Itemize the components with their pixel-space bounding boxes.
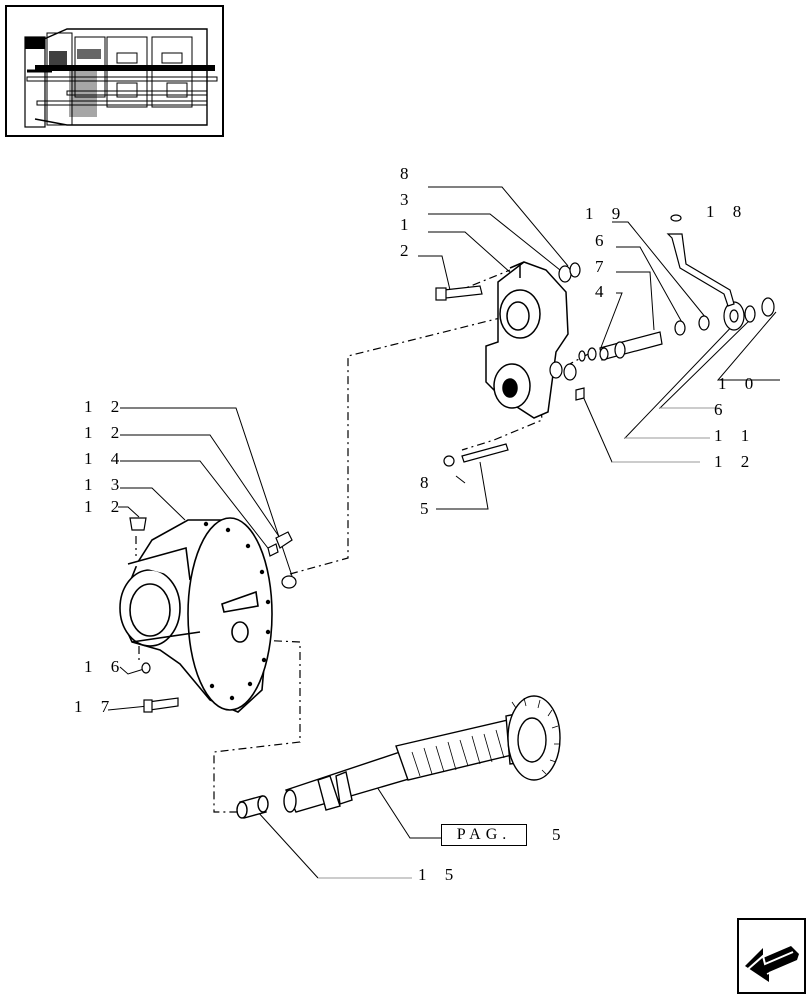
callout-7: 7 (595, 257, 611, 276)
callout-18: 1 8 (706, 202, 749, 221)
thumbnail-drawing (24, 28, 218, 128)
callout-19: 1 9 (585, 204, 628, 223)
callout-13: 1 3 (84, 475, 127, 494)
callout-2: 2 (400, 241, 416, 260)
output-shaft (283, 695, 561, 813)
shaft-splines (411, 697, 560, 777)
callout-10: 1 0 (718, 374, 761, 393)
callout-5: 5 (420, 499, 436, 518)
callout-14: 1 4 (84, 449, 127, 468)
callout-1: 1 (400, 215, 416, 234)
main-housing (119, 517, 273, 713)
leader-line-ends (318, 407, 720, 879)
callout-6-b: 6 (714, 400, 730, 419)
housing-small-parts (129, 517, 297, 713)
callout-12-b: 1 2 (84, 423, 127, 442)
page-reference-number: 5 (552, 825, 561, 844)
bolt-2 (435, 285, 483, 301)
callout-4: 4 (595, 282, 611, 301)
callout-8-b: 8 (420, 473, 436, 492)
pin-5 (443, 443, 509, 467)
callout-12-c: 1 2 (84, 497, 127, 516)
callout-11: 1 1 (714, 426, 757, 445)
support-bracket (485, 261, 569, 419)
bushing-15 (236, 795, 269, 819)
next-page-arrow-icon (745, 946, 799, 982)
next-page-button[interactable] (737, 918, 806, 994)
callout-15: 1 5 (418, 865, 461, 884)
callout-8: 8 (400, 164, 416, 183)
callout-12-right: 1 2 (714, 452, 757, 471)
callout-17: 1 7 (74, 697, 117, 716)
callout-6: 6 (595, 231, 611, 250)
assembly-overview-thumbnail[interactable] (5, 5, 224, 137)
page-reference-label[interactable]: PAG. (441, 824, 527, 846)
callout-16: 1 6 (84, 657, 127, 676)
shaft-and-washers (549, 214, 775, 401)
housing-bolt-holes (203, 521, 271, 701)
callout-12-a: 1 2 (84, 397, 127, 416)
callout-3: 3 (400, 190, 416, 209)
washers-top (558, 262, 581, 283)
